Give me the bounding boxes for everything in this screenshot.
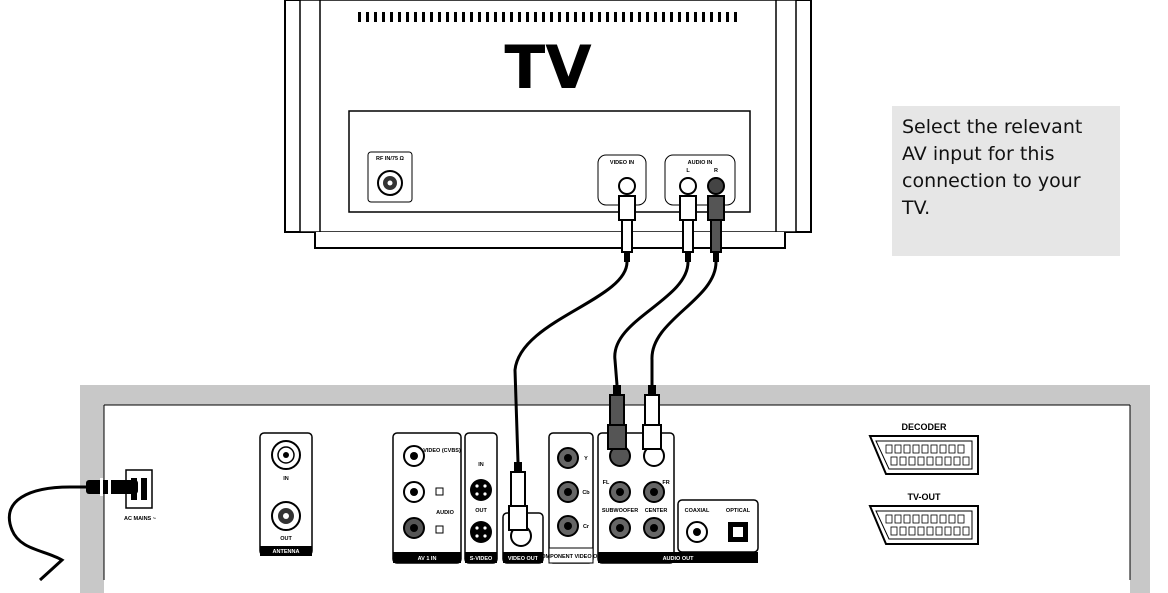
svg-text:S-VIDEO: S-VIDEO: [470, 556, 493, 562]
tv-rf-input: RF IN/75 Ω: [367, 151, 413, 203]
component-video-section: Y Cb Cr COMPONENT VIDEO OUT: [537, 432, 605, 564]
svg-text:Cr: Cr: [583, 524, 590, 530]
svg-text:FR: FR: [662, 480, 669, 486]
scart-decoder: DECODER: [868, 422, 979, 475]
tv-set: TV RF IN/75 Ω VIDEO IN AUDIO IN L R: [284, 0, 812, 249]
svg-text:VIDEO IN: VIDEO IN: [610, 160, 634, 166]
svg-text:AC MAINS ~: AC MAINS ~: [124, 516, 156, 522]
instruction-note: Select the relevant AV input for this co…: [892, 106, 1120, 256]
video-cable: [513, 261, 629, 463]
instruction-text: Select the relevant AV input for this co…: [902, 116, 1083, 219]
svg-text:OUT: OUT: [475, 508, 487, 514]
svg-text:IN: IN: [283, 476, 289, 482]
svg-text:SUBWOOFER: SUBWOOFER: [602, 508, 638, 514]
svg-text:AUDIO IN: AUDIO IN: [688, 160, 713, 166]
svg-text:R: R: [714, 168, 718, 174]
svg-text:Cb: Cb: [582, 490, 590, 496]
tv-video-input: VIDEO IN: [597, 154, 647, 206]
svg-text:VIDEO (CVBS): VIDEO (CVBS): [423, 448, 461, 454]
digital-out-section: COAXIAL OPTICAL: [677, 499, 759, 553]
svg-text:AUDIO: AUDIO: [436, 510, 454, 516]
tv-vent: [358, 12, 737, 22]
antenna-section: IN OUT ANTENNA: [259, 432, 313, 556]
svg-text:CENTER: CENTER: [645, 508, 668, 514]
av-in-section: VIDEO (CVBS) AUDIO AV 1 IN: [392, 432, 462, 564]
svg-text:DECODER: DECODER: [901, 422, 947, 432]
svg-text:COMPONENT VIDEO OUT: COMPONENT VIDEO OUT: [537, 554, 605, 560]
player-back-panel: AC MAINS ~ IN OUT ANTENNA VID: [7, 385, 1150, 593]
svg-text:AV 1 IN: AV 1 IN: [418, 556, 437, 562]
svg-text:ANTENNA: ANTENNA: [273, 549, 300, 555]
svg-text:FL: FL: [603, 480, 610, 486]
mains-socket: AC MAINS ~: [124, 469, 156, 522]
svg-text:Y: Y: [584, 456, 588, 462]
svg-text:TV-OUT: TV-OUT: [908, 492, 942, 502]
svg-text:AUDIO OUT: AUDIO OUT: [663, 556, 695, 562]
svg-text:RF IN/75 Ω: RF IN/75 Ω: [376, 156, 405, 162]
scart-tv-out: TV-OUT: [868, 492, 979, 545]
tv-title: TV: [504, 33, 592, 103]
svideo-section: IN OUT S-VIDEO: [464, 432, 498, 564]
svg-text:VIDEO OUT: VIDEO OUT: [508, 556, 539, 562]
svg-text:OPTICAL: OPTICAL: [726, 508, 751, 514]
svg-text:OUT: OUT: [280, 536, 292, 542]
svg-text:COAXIAL: COAXIAL: [685, 508, 710, 514]
cables: [513, 261, 718, 463]
audio-cable-left: [613, 261, 690, 386]
svg-text:L: L: [686, 168, 690, 174]
tv-audio-input: AUDIO IN L R: [664, 154, 736, 206]
player-plugs: [508, 385, 662, 531]
svg-text:IN: IN: [478, 462, 484, 468]
audio-cable-right: [650, 261, 718, 385]
tv-plugs: [618, 195, 725, 262]
mains-cable: [7, 478, 138, 582]
